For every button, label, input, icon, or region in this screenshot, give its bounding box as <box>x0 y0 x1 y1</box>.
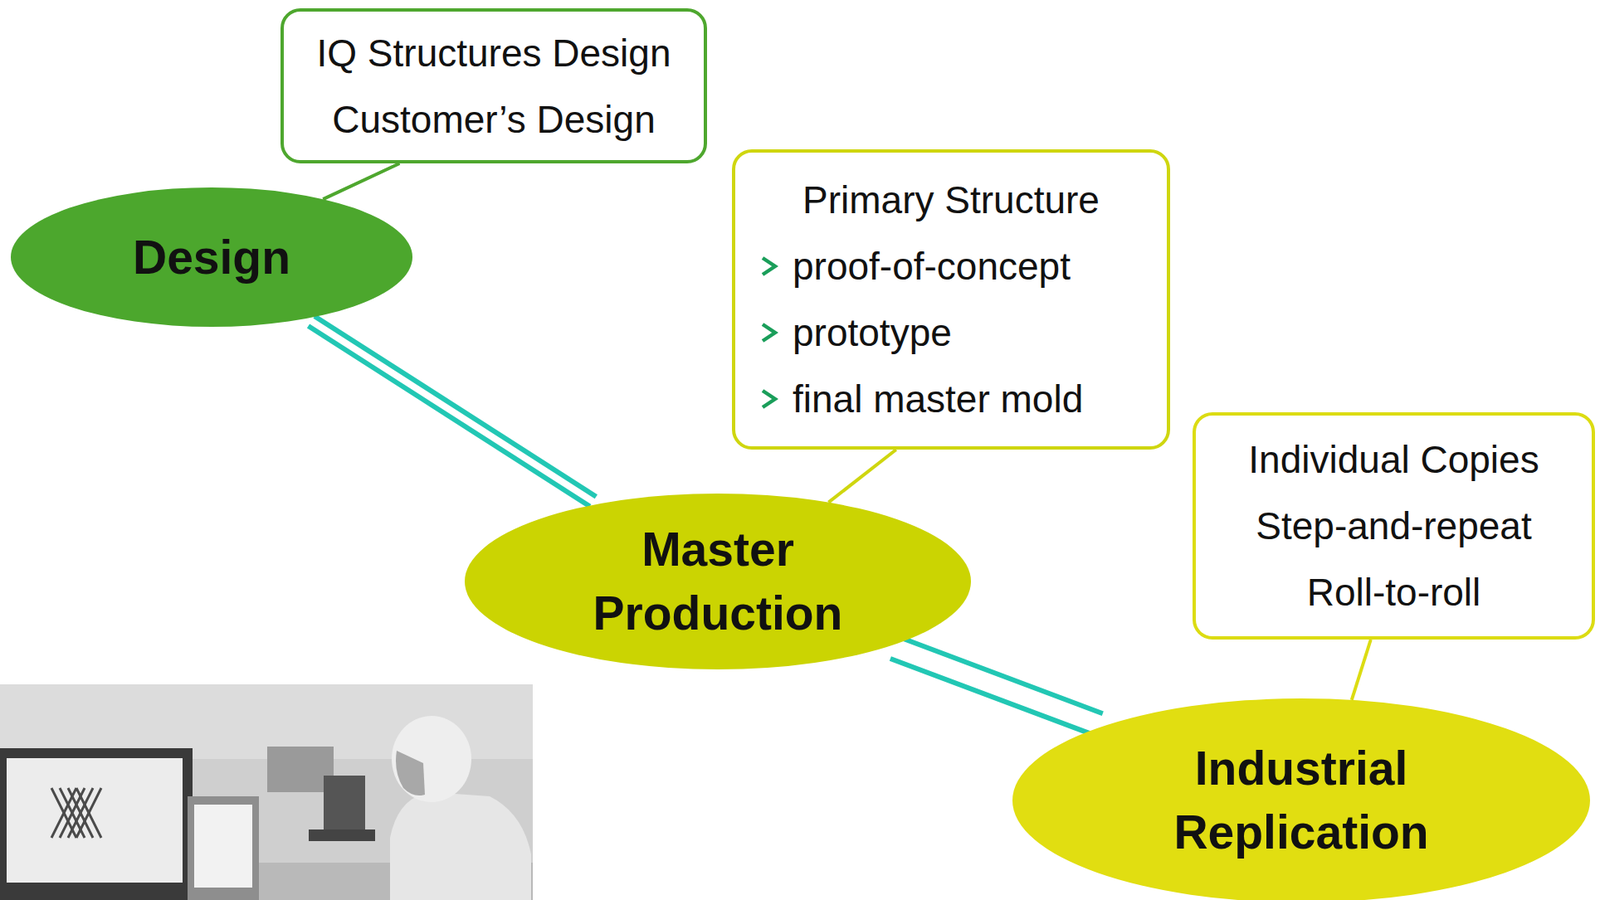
connector-stroke <box>308 326 591 507</box>
connector-stroke <box>322 163 400 200</box>
text-row: prototype <box>735 299 1167 366</box>
text-row: Step-and-repeat <box>1195 492 1592 560</box>
bullet-chevron-stroke <box>762 324 776 342</box>
connector-stroke <box>828 449 896 503</box>
bullet-chevron-stroke <box>762 390 776 408</box>
callout-box: Individual CopiesStep-and-repeatRoll-to-… <box>1192 412 1596 640</box>
callout-text: Roll-to-roll <box>1307 559 1482 626</box>
text-row: final master mold <box>735 365 1167 433</box>
text-row: Roll-to-roll <box>1195 559 1592 626</box>
callout-text: IQ Structures Design <box>317 19 672 87</box>
bullet-chevron <box>760 321 779 344</box>
connector-stroke <box>1351 639 1371 701</box>
lab-photo <box>0 684 533 900</box>
text-row: Primary Structure <box>735 166 1167 234</box>
stage-ellipse: Master Production <box>464 493 971 670</box>
bullet-item: prototype <box>792 299 952 366</box>
ellipse-shape <box>1012 698 1591 900</box>
ellipse-fill <box>1012 698 1591 900</box>
label-wrap: Design <box>132 225 291 290</box>
label-wrap: Industrial Replication <box>1143 736 1459 865</box>
text-row: Customer’s Design <box>283 86 704 153</box>
leader-line <box>1351 639 1371 701</box>
bullet-chevron-stroke <box>762 258 776 275</box>
ellipse-fill <box>464 493 971 670</box>
connector-stroke <box>890 658 1095 736</box>
photo-pattern <box>51 788 102 839</box>
photo-monitor <box>0 748 193 900</box>
stage-label: Design <box>132 225 291 290</box>
stage-label: Industrial Replication <box>1143 736 1459 865</box>
stage-ellipse: Design <box>10 187 413 327</box>
connector-stroke <box>314 316 596 497</box>
photo-screen <box>6 758 183 883</box>
label-wrap: Master Production <box>568 517 868 646</box>
leader-line <box>322 163 400 200</box>
text-row: proof-of-concept <box>735 233 1167 300</box>
photo-ground <box>0 684 533 900</box>
photo-face <box>395 751 425 796</box>
ellipse-shape <box>464 493 971 670</box>
callout-text: Individual Copies <box>1248 426 1539 493</box>
callout-box: IQ Structures DesignCustomer’s Design <box>280 8 708 164</box>
bullet-chevron <box>760 388 779 410</box>
bullet-item: final master mold <box>792 365 1083 433</box>
bullet-item: proof-of-concept <box>792 233 1071 300</box>
stage-label: Master Production <box>568 517 868 646</box>
callout-text: Customer’s Design <box>331 86 655 153</box>
text-row: Individual Copies <box>1195 426 1592 493</box>
text-row: IQ Structures Design <box>283 19 704 87</box>
photo-coat <box>390 792 532 900</box>
photo-screen-2 <box>194 804 253 888</box>
callout-text: Step-and-repeat <box>1255 492 1532 560</box>
ellipse-fill <box>10 187 413 327</box>
bullet-chevron <box>760 255 779 278</box>
leader-line <box>828 449 896 503</box>
double-connector <box>308 316 597 507</box>
callout-text: Primary Structure <box>802 166 1100 234</box>
double-connector <box>890 637 1103 737</box>
photo-monitor-2 <box>187 796 259 900</box>
photo-microscope-base <box>308 829 376 842</box>
callout-box: Primary Structureproof-of-conceptprototy… <box>731 149 1171 450</box>
photo-microscope <box>323 775 366 839</box>
stage-ellipse: Industrial Replication <box>1012 698 1591 900</box>
photo-hood <box>391 716 472 803</box>
